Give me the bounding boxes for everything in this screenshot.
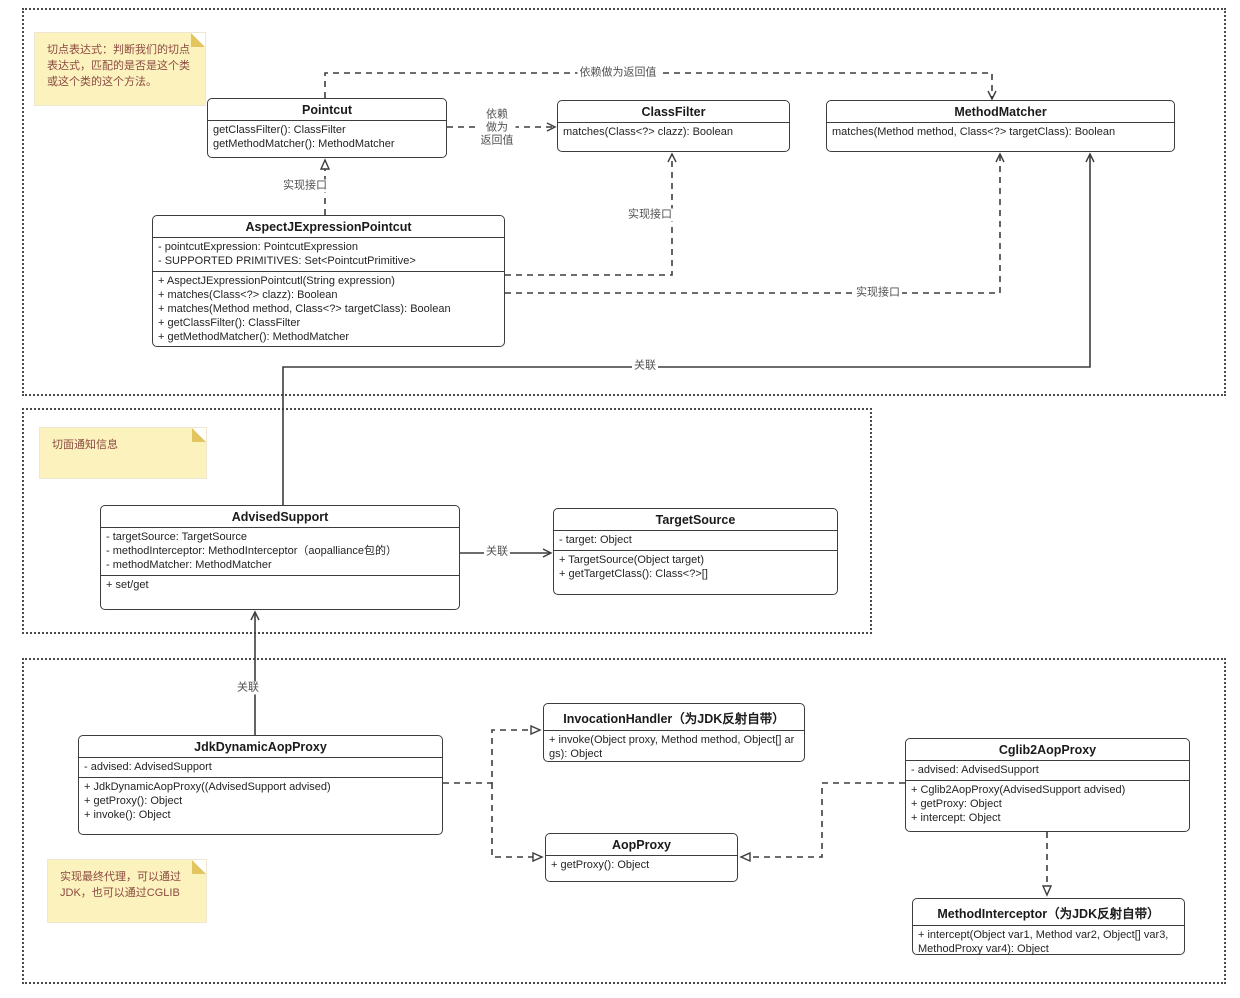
class-title: InvocationHandler（为JDK反射自带）: [544, 704, 804, 731]
member-line: + set/get: [106, 579, 149, 591]
member-line: + getProxy: Object: [911, 798, 1002, 810]
class-methods: getClassFilter(): ClassFilter getMethodMa…: [208, 121, 446, 157]
class-invocationhandler[interactable]: InvocationHandler（为JDK反射自带） + invoke(Obj…: [543, 703, 805, 762]
class-title: AspectJExpressionPointcut: [153, 216, 504, 238]
sticky-note-final-proxy[interactable]: 实现最终代理，可以通过JDK，也可以通过CGLIB: [48, 860, 206, 922]
note-fold-icon: [192, 860, 206, 874]
class-methods: + Cglib2AopProxy(AdvisedSupport advised)…: [906, 780, 1189, 831]
member-line: - advised: AdvisedSupport: [84, 761, 212, 773]
member-line: - methodInterceptor: MethodInterceptor（a…: [106, 545, 398, 557]
member-line: + intercept(Object var1, Method var2, Ob…: [918, 929, 1169, 955]
class-methodmatcher[interactable]: MethodMatcher matches(Method method, Cla…: [826, 100, 1175, 152]
member-line: + getProxy(): Object: [84, 795, 183, 807]
edge-label-association-targetsource[interactable]: 关联: [484, 545, 510, 559]
class-methods: + intercept(Object var1, Method var2, Ob…: [913, 926, 1184, 959]
member-line: - methodMatcher: MethodMatcher: [106, 559, 272, 571]
edge-label-dependency-return-right[interactable]: 依赖 做为 返回值: [478, 108, 516, 148]
member-line: + intercept: Object: [911, 812, 1001, 824]
class-methods: matches(Class<?> clazz): Boolean: [558, 123, 789, 151]
class-fields: - pointcutExpression: PointcutExpression…: [153, 238, 504, 271]
edge-label-implements-methodmatcher[interactable]: 实现接口: [854, 286, 902, 300]
sticky-note-pointcut-expression[interactable]: 切点表达式：判断我们的切点表达式，匹配的是否是这个类或这个类的这个方法。: [35, 33, 205, 105]
class-methods: matches(Method method, Class<?> targetCl…: [827, 123, 1174, 151]
member-line: + getTargetClass(): Class<?>[]: [559, 568, 708, 580]
member-line: getClassFilter(): ClassFilter: [213, 124, 346, 136]
class-classfilter[interactable]: ClassFilter matches(Class<?> clazz): Boo…: [557, 100, 790, 152]
member-line: + Cglib2AopProxy(AdvisedSupport advised): [911, 784, 1126, 796]
member-line: + AspectJExpressionPointcutl(String expr…: [158, 275, 395, 287]
class-methods: + AspectJExpressionPointcutl(String expr…: [153, 271, 504, 347]
class-methods: + TargetSource(Object target) + getTarget…: [554, 550, 837, 594]
edge-label-dependency-return-top[interactable]: 依赖做为返回值: [577, 66, 659, 80]
class-fields: - advised: AdvisedSupport: [906, 761, 1189, 780]
member-line: - pointcutExpression: PointcutExpression: [158, 241, 358, 253]
member-line: - advised: AdvisedSupport: [911, 764, 1039, 776]
class-aspectj-expression-pointcut[interactable]: AspectJExpressionPointcut - pointcutExpr…: [152, 215, 505, 347]
member-line: + getProxy(): Object: [551, 859, 650, 871]
class-jdkdynamicaopproxy[interactable]: JdkDynamicAopProxy - advised: AdvisedSup…: [78, 735, 443, 835]
edge-label-association-methodmatcher[interactable]: 关联: [632, 359, 658, 373]
member-line: + getMethodMatcher(): MethodMatcher: [158, 331, 350, 343]
class-title: ClassFilter: [558, 101, 789, 123]
edge-label-implements-classfilter[interactable]: 实现接口: [626, 208, 674, 222]
note-fold-icon: [192, 428, 206, 442]
class-advisedsupport[interactable]: AdvisedSupport - targetSource: TargetSou…: [100, 505, 460, 610]
class-fields: - target: Object: [554, 531, 837, 550]
edge-label-association-advisedsupport[interactable]: 关联: [235, 681, 261, 695]
class-cglib2aopproxy[interactable]: Cglib2AopProxy - advised: AdvisedSupport…: [905, 738, 1190, 832]
member-line: + JdkDynamicAopProxy((AdvisedSupport adv…: [84, 781, 331, 793]
note-text: 切面通知信息: [52, 439, 118, 451]
class-title: MethodMatcher: [827, 101, 1174, 123]
class-title: AdvisedSupport: [101, 506, 459, 528]
member-line: getMethodMatcher(): MethodMatcher: [213, 138, 395, 150]
class-fields: - targetSource: TargetSource - methodInte…: [101, 528, 459, 575]
class-title: TargetSource: [554, 509, 837, 531]
class-targetsource[interactable]: TargetSource - target: Object + TargetSo…: [553, 508, 838, 595]
class-methods: + getProxy(): Object: [546, 856, 737, 881]
sticky-note-aspect-advice[interactable]: 切面通知信息: [40, 428, 206, 478]
member-line: + getClassFilter(): ClassFilter: [158, 317, 301, 329]
member-line: - target: Object: [559, 534, 632, 546]
note-fold-icon: [191, 33, 205, 47]
class-aopproxy[interactable]: AopProxy + getProxy(): Object: [545, 833, 738, 882]
member-line: + matches(Class<?> clazz): Boolean: [158, 289, 338, 301]
class-title: Pointcut: [208, 99, 446, 121]
class-methods: + JdkDynamicAopProxy((AdvisedSupport adv…: [79, 777, 442, 834]
class-methodinterceptor[interactable]: MethodInterceptor（为JDK反射自带） + intercept(…: [912, 898, 1185, 955]
member-line: matches(Class<?> clazz): Boolean: [563, 126, 733, 138]
class-title: AopProxy: [546, 834, 737, 856]
note-text: 切点表达式：判断我们的切点表达式，匹配的是否是这个类或这个类的这个方法。: [47, 44, 190, 88]
note-text: 实现最终代理，可以通过JDK，也可以通过CGLIB: [60, 871, 181, 899]
class-title: JdkDynamicAopProxy: [79, 736, 442, 758]
member-line: matches(Method method, Class<?> targetCl…: [832, 126, 1116, 138]
class-title: Cglib2AopProxy: [906, 739, 1189, 761]
member-line: + invoke(): Object: [84, 809, 171, 821]
member-line: - SUPPORTED PRIMITIVES: Set<PointcutPrim…: [158, 255, 416, 267]
member-line: - targetSource: TargetSource: [106, 531, 248, 543]
group-proxy-section[interactable]: [22, 658, 1226, 984]
edge-label-implements-pointcut[interactable]: 实现接口: [281, 179, 329, 193]
member-line: + matches(Method method, Class<?> target…: [158, 303, 451, 315]
class-fields: - advised: AdvisedSupport: [79, 758, 442, 777]
member-line: + TargetSource(Object target): [559, 554, 705, 566]
class-title: MethodInterceptor（为JDK反射自带）: [913, 899, 1184, 926]
member-line: + invoke(Object proxy, Method method, Ob…: [549, 734, 795, 760]
class-methods: + set/get: [101, 575, 459, 609]
class-methods: + invoke(Object proxy, Method method, Ob…: [544, 731, 804, 764]
